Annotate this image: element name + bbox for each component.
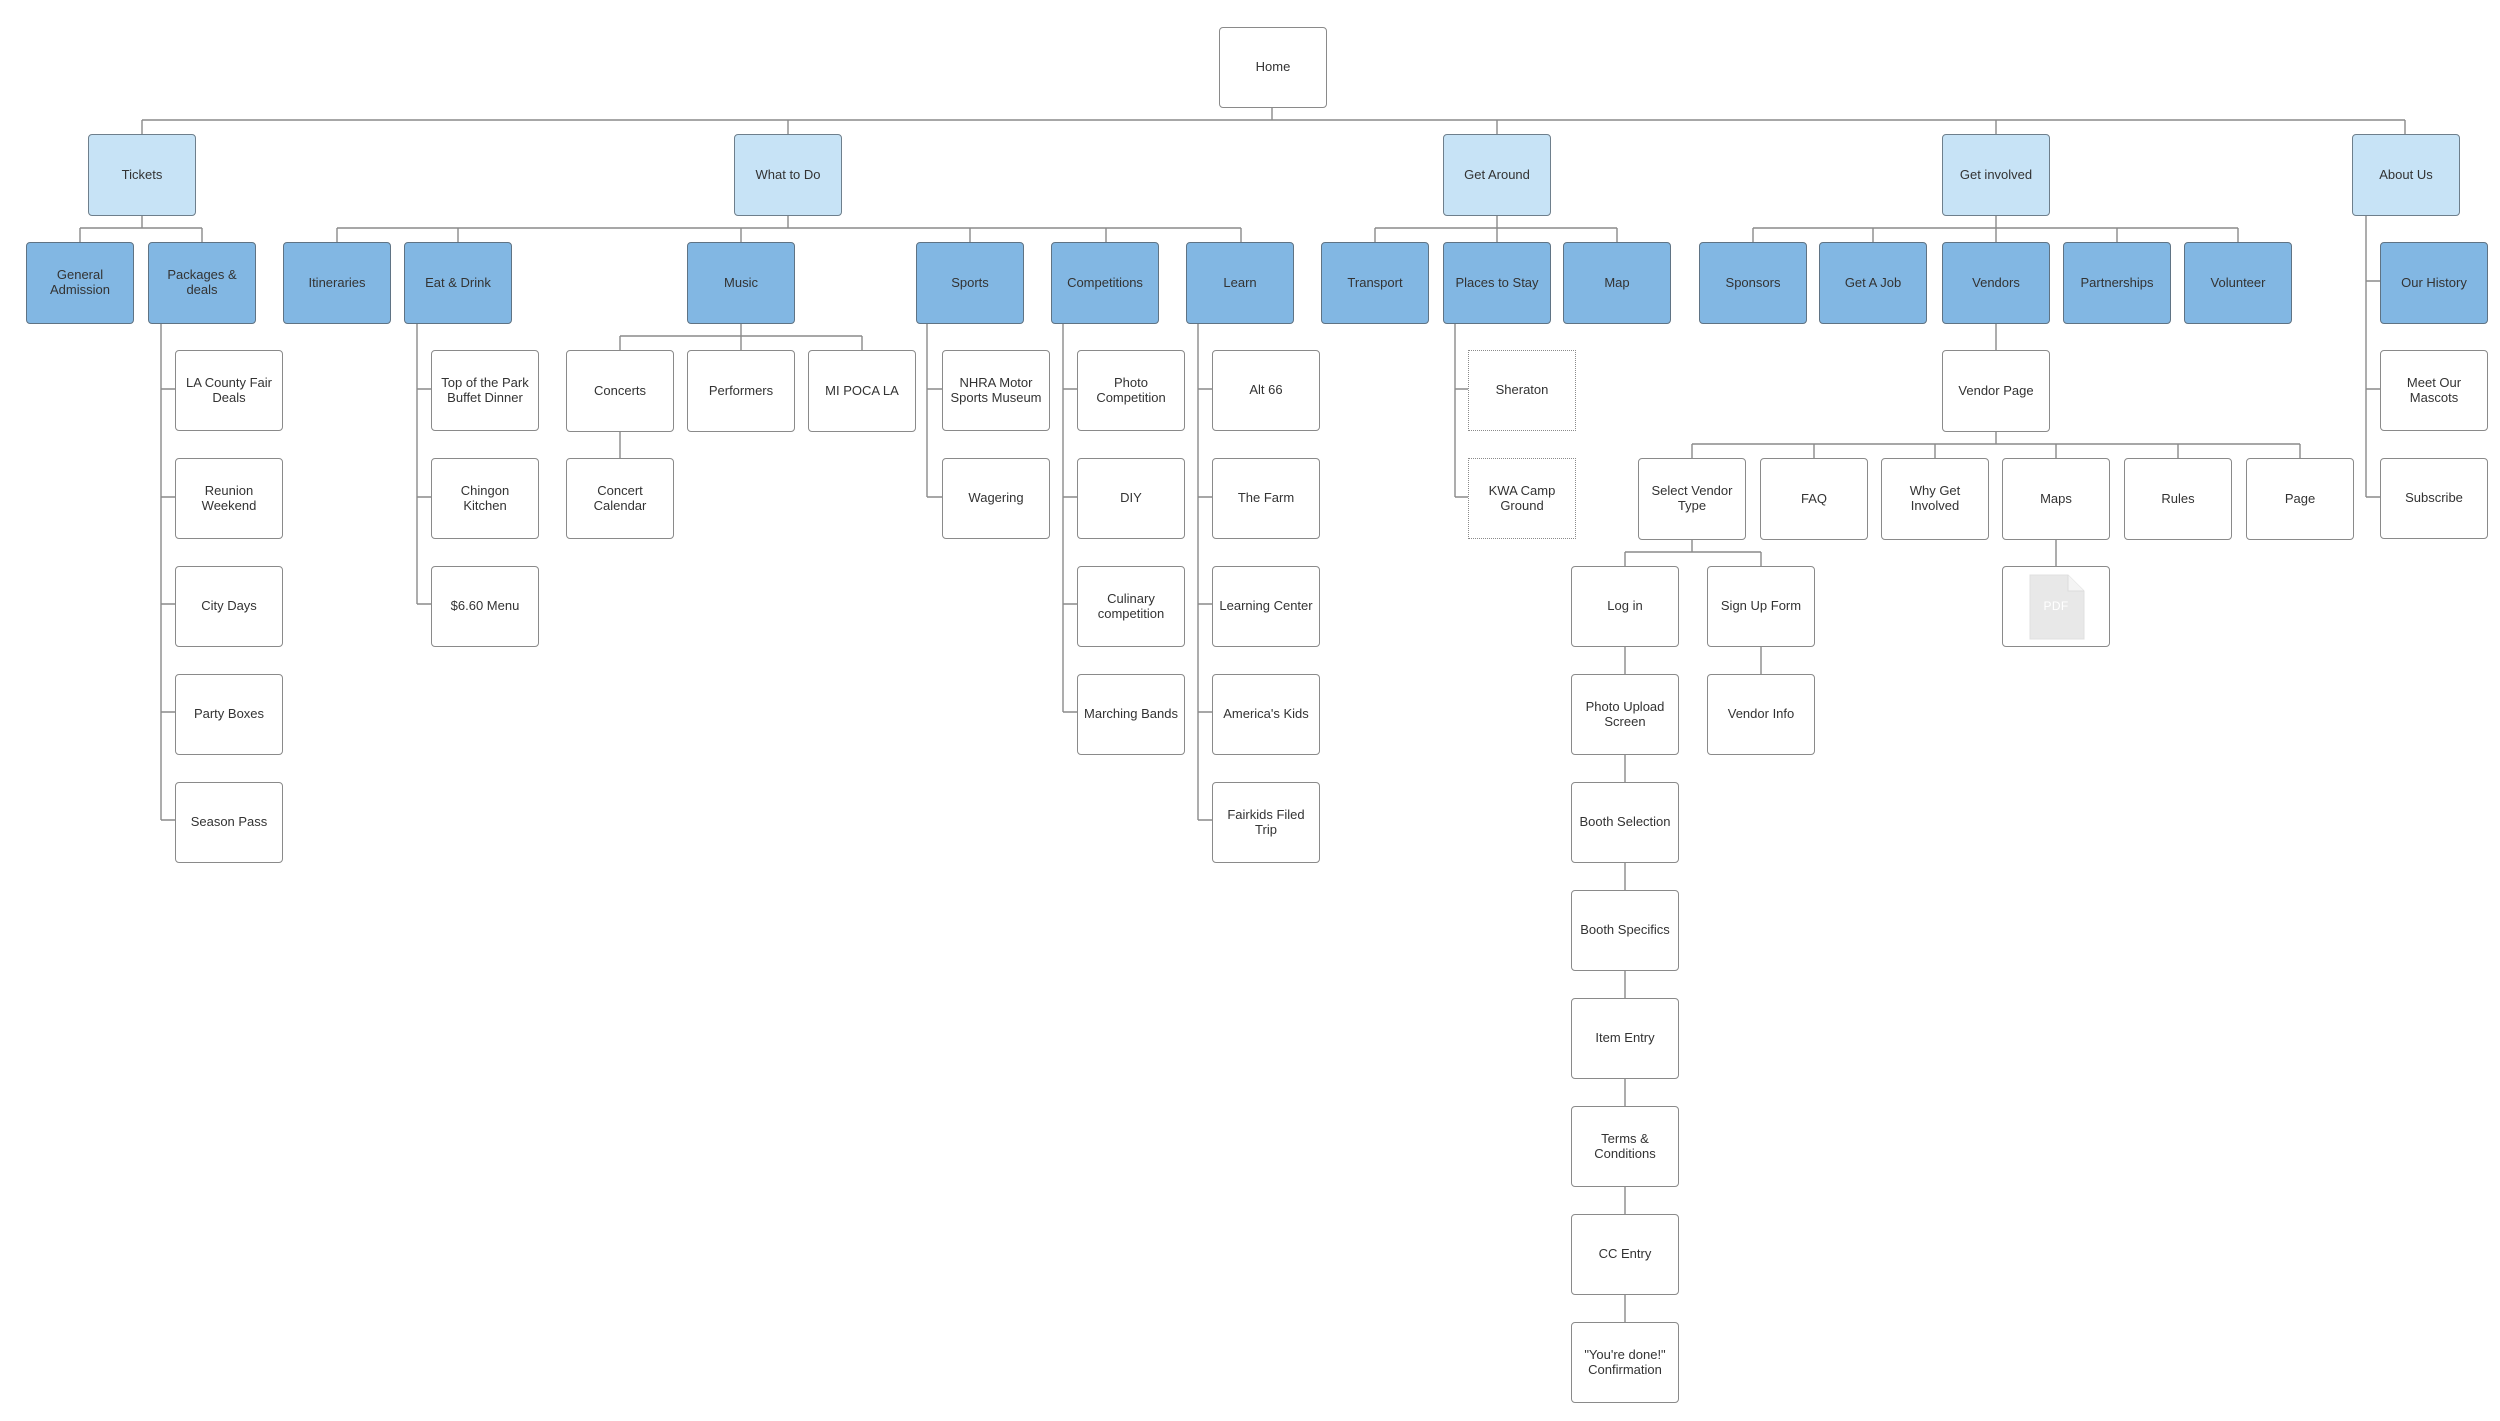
node-get-around[interactable]: Get Around	[1443, 134, 1551, 216]
node-eat-drink[interactable]: Eat & Drink	[404, 242, 512, 324]
node-fairkids-field-trip[interactable]: Fairkids Filed Trip	[1212, 782, 1320, 863]
node-season-pass[interactable]: Season Pass	[175, 782, 283, 863]
node-why-get-involved[interactable]: Why Get Involved	[1881, 458, 1989, 540]
node-vendors[interactable]: Vendors	[1942, 242, 2050, 324]
node-subscribe[interactable]: Subscribe	[2380, 458, 2488, 539]
node-map[interactable]: Map	[1563, 242, 1671, 324]
pdf-file-icon	[2029, 574, 2085, 640]
node-itineraries[interactable]: Itineraries	[283, 242, 391, 324]
node-item-entry[interactable]: Item Entry	[1571, 998, 1679, 1079]
node-our-history[interactable]: Our History	[2380, 242, 2488, 324]
node-transport[interactable]: Transport	[1321, 242, 1429, 324]
node-la-county-fair-deals[interactable]: LA County Fair Deals	[175, 350, 283, 431]
node-party-boxes[interactable]: Party Boxes	[175, 674, 283, 755]
node-sponsors[interactable]: Sponsors	[1699, 242, 1807, 324]
node-diy[interactable]: DIY	[1077, 458, 1185, 539]
node-sports[interactable]: Sports	[916, 242, 1024, 324]
node-sign-up-form[interactable]: Sign Up Form	[1707, 566, 1815, 647]
node-about-us[interactable]: About Us	[2352, 134, 2460, 216]
node-660-menu[interactable]: $6.60 Menu	[431, 566, 539, 647]
node-home[interactable]: Home	[1219, 27, 1327, 108]
node-nhra-museum[interactable]: NHRA Motor Sports Museum	[942, 350, 1050, 431]
node-competitions[interactable]: Competitions	[1051, 242, 1159, 324]
node-chingon-kitchen[interactable]: Chingon Kitchen	[431, 458, 539, 539]
node-packages-deals[interactable]: Packages & deals	[148, 242, 256, 324]
node-wagering[interactable]: Wagering	[942, 458, 1050, 539]
node-meet-our-mascots[interactable]: Meet Our Mascots	[2380, 350, 2488, 431]
node-log-in[interactable]: Log in	[1571, 566, 1679, 647]
node-tickets[interactable]: Tickets	[88, 134, 196, 216]
node-what-to-do[interactable]: What to Do	[734, 134, 842, 216]
node-top-of-the-park[interactable]: Top of the Park Buffet Dinner	[431, 350, 539, 431]
node-mi-poca-la[interactable]: MI POCA LA	[808, 350, 916, 432]
node-vendor-info[interactable]: Vendor Info	[1707, 674, 1815, 755]
node-places-to-stay[interactable]: Places to Stay	[1443, 242, 1551, 324]
node-get-involved[interactable]: Get involved	[1942, 134, 2050, 216]
node-maps[interactable]: Maps	[2002, 458, 2110, 540]
node-photo-competition[interactable]: Photo Competition	[1077, 350, 1185, 431]
node-terms-conditions[interactable]: Terms & Conditions	[1571, 1106, 1679, 1187]
node-music[interactable]: Music	[687, 242, 795, 324]
node-photo-upload-screen[interactable]: Photo Upload Screen	[1571, 674, 1679, 755]
node-booth-selection[interactable]: Booth Selection	[1571, 782, 1679, 863]
node-reunion-weekend[interactable]: Reunion Weekend	[175, 458, 283, 539]
node-performers[interactable]: Performers	[687, 350, 795, 432]
node-city-days[interactable]: City Days	[175, 566, 283, 647]
pdf-label: PDF	[2043, 598, 2069, 613]
node-partnerships[interactable]: Partnerships	[2063, 242, 2171, 324]
node-culinary-competition[interactable]: Culinary competition	[1077, 566, 1185, 647]
node-faq[interactable]: FAQ	[1760, 458, 1868, 540]
node-vendor-page[interactable]: Vendor Page	[1942, 350, 2050, 432]
node-volunteer[interactable]: Volunteer	[2184, 242, 2292, 324]
node-marching-bands[interactable]: Marching Bands	[1077, 674, 1185, 755]
node-booth-specifics[interactable]: Booth Specifics	[1571, 890, 1679, 971]
node-page[interactable]: Page	[2246, 458, 2354, 540]
node-get-a-job[interactable]: Get A Job	[1819, 242, 1927, 324]
node-alt-66[interactable]: Alt 66	[1212, 350, 1320, 431]
node-done-confirmation[interactable]: "You're done!" Confirmation	[1571, 1322, 1679, 1403]
node-concert-calendar[interactable]: Concert Calendar	[566, 458, 674, 539]
node-learning-center[interactable]: Learning Center	[1212, 566, 1320, 647]
node-cc-entry[interactable]: CC Entry	[1571, 1214, 1679, 1295]
node-select-vendor-type[interactable]: Select Vendor Type	[1638, 458, 1746, 540]
node-general-admission[interactable]: General Admission	[26, 242, 134, 324]
node-sheraton[interactable]: Sheraton	[1468, 350, 1576, 431]
node-americas-kids[interactable]: America's Kids	[1212, 674, 1320, 755]
node-concerts[interactable]: Concerts	[566, 350, 674, 432]
node-maps-pdf[interactable]: PDF	[2002, 566, 2110, 647]
node-kwa-camp-ground[interactable]: KWA Camp Ground	[1468, 458, 1576, 539]
node-learn[interactable]: Learn	[1186, 242, 1294, 324]
node-the-farm[interactable]: The Farm	[1212, 458, 1320, 539]
node-rules[interactable]: Rules	[2124, 458, 2232, 540]
